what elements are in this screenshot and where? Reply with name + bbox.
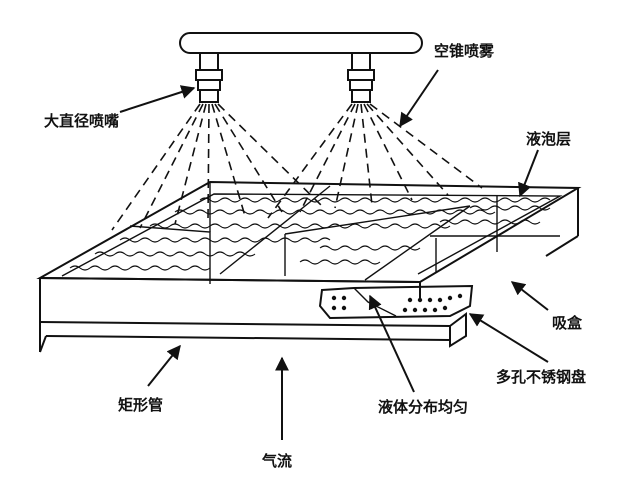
spray-cone-right: [267, 103, 483, 219]
label-foam-layer: 液泡层: [526, 130, 571, 148]
header-pipe: [179, 32, 423, 70]
perforated-box: [318, 284, 474, 320]
label-rect-tube: 矩形管: [118, 396, 163, 414]
label-suction-box: 吸盒: [552, 314, 583, 332]
cone-nozzle: [347, 69, 375, 103]
foam-texture: [69, 197, 551, 271]
label-airflow: 气流: [261, 452, 292, 470]
tray: [36, 180, 582, 352]
label-uniform-liquid: 液体分布均匀: [378, 398, 468, 416]
large-diameter-nozzle: [195, 69, 223, 103]
label-large-nozzle: 大直径喷嘴: [44, 112, 119, 130]
label-hollow-cone-spray: 空锥喷雾: [434, 42, 495, 60]
perforations: [331, 293, 463, 313]
arrows: [119, 69, 549, 440]
label-perforated-box: 多孔不锈钢盘: [496, 368, 586, 386]
rectangular-tube: [39, 312, 467, 353]
